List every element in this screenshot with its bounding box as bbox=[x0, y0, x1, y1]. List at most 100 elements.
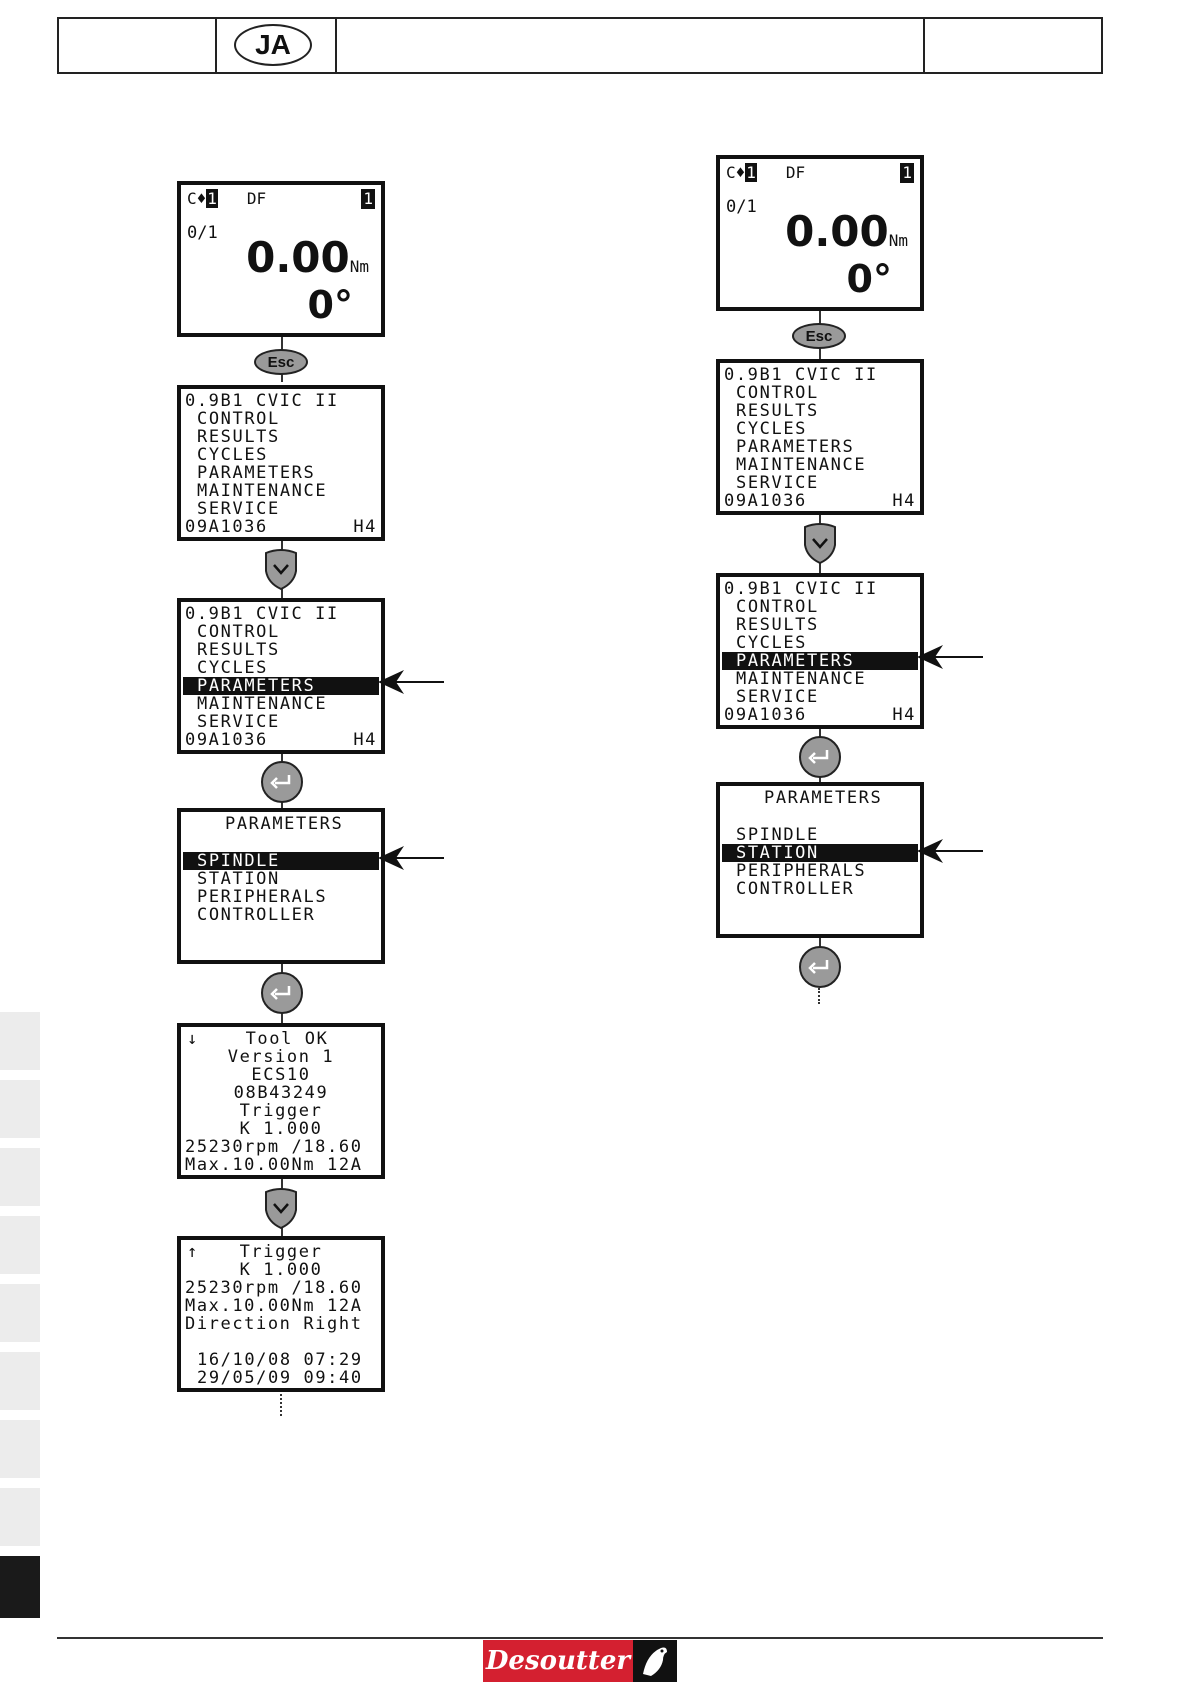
side-tab bbox=[0, 1420, 40, 1478]
menu-item-results[interactable]: RESULTS bbox=[197, 640, 280, 660]
param-item-peripherals[interactable]: PERIPHERALS bbox=[197, 887, 328, 907]
status-header: C♦1 DF 1 bbox=[726, 163, 914, 183]
param-item-controller[interactable]: CONTROLLER bbox=[736, 879, 855, 899]
tool-model: ECS10 bbox=[251, 1065, 311, 1085]
menu-item-control[interactable]: CONTROL bbox=[197, 409, 280, 429]
enter-button[interactable] bbox=[261, 761, 303, 803]
menu-item-parameters-selected[interactable]: PARAMETERS bbox=[183, 677, 379, 695]
menu-item-control[interactable]: CONTROL bbox=[736, 383, 819, 403]
tool-serial: 08B43249 bbox=[233, 1083, 329, 1103]
down-button[interactable] bbox=[803, 523, 837, 565]
serial-number: 09A1036 bbox=[185, 517, 268, 537]
param-item-spindle-selected[interactable]: SPINDLE bbox=[183, 852, 379, 870]
status-header: C♦1 DF 1 bbox=[187, 189, 375, 209]
menu-item-cycles[interactable]: CYCLES bbox=[736, 633, 808, 653]
param-item-station[interactable]: STATION bbox=[197, 869, 280, 889]
menu-footer: 09A1036 H4 bbox=[185, 731, 377, 749]
param-item-peripherals[interactable]: PERIPHERALS bbox=[736, 861, 867, 881]
parameters-screen: PARAMETERS SPINDLE STATION PERIPHERALS C… bbox=[716, 782, 924, 938]
menu-item-control[interactable]: CONTROL bbox=[197, 622, 280, 642]
tool-speed: 25230rpm /18.60 bbox=[185, 1137, 363, 1157]
enter-button[interactable] bbox=[261, 972, 303, 1014]
tool-start-mode: Trigger bbox=[239, 1242, 323, 1262]
enter-icon bbox=[270, 986, 291, 1000]
param-item-controller[interactable]: CONTROLLER bbox=[197, 905, 316, 925]
serial-number: 09A1036 bbox=[185, 730, 268, 750]
cycle-separator: ♦ bbox=[735, 163, 746, 182]
enter-button[interactable] bbox=[799, 736, 841, 778]
torque-value: 0.00 bbox=[246, 233, 350, 282]
footer-rule bbox=[57, 1637, 1103, 1639]
menu-version: 0.9B1 CVIC II bbox=[724, 365, 878, 385]
cycle-count: 0/1 bbox=[187, 223, 218, 243]
selection-arrow-icon bbox=[378, 846, 444, 870]
cycle-number: 1 bbox=[206, 189, 218, 208]
param-item-station-selected[interactable]: STATION bbox=[722, 844, 918, 862]
menu-item-service[interactable]: SERVICE bbox=[736, 687, 819, 707]
esc-button[interactable]: Esc bbox=[254, 349, 308, 375]
menu-item-service[interactable]: SERVICE bbox=[736, 473, 819, 493]
hw-version: H4 bbox=[353, 730, 377, 750]
menu-item-service[interactable]: SERVICE bbox=[197, 712, 280, 732]
tool-speed: 25230rpm /18.60 bbox=[185, 1278, 363, 1298]
down-button[interactable] bbox=[264, 549, 298, 591]
selection-arrow-icon bbox=[917, 645, 983, 669]
enter-icon bbox=[270, 775, 291, 789]
logo-wordmark: Desoutter bbox=[483, 1640, 633, 1682]
side-tab-active bbox=[0, 1556, 40, 1618]
menu-item-control[interactable]: CONTROL bbox=[736, 597, 819, 617]
menu-item-maintenance[interactable]: MAINTENANCE bbox=[197, 481, 328, 501]
menu-item-parameters[interactable]: PARAMETERS bbox=[197, 463, 316, 483]
menu-item-cycles[interactable]: CYCLES bbox=[736, 419, 808, 439]
header-cell-title bbox=[337, 19, 925, 72]
cycle-label: C bbox=[187, 189, 197, 208]
menu-item-results[interactable]: RESULTS bbox=[197, 427, 280, 447]
menu-item-maintenance[interactable]: MAINTENANCE bbox=[736, 669, 867, 689]
hw-version: H4 bbox=[353, 517, 377, 537]
menu-item-cycles[interactable]: CYCLES bbox=[197, 658, 269, 678]
side-tab bbox=[0, 1284, 40, 1342]
header-cell-right bbox=[925, 19, 1101, 72]
torque-unit: Nm bbox=[888, 231, 908, 250]
menu-footer: 09A1036 H4 bbox=[185, 518, 377, 536]
main-menu-screen-selected: 0.9B1 CVIC II CONTROL RESULTS CYCLES PAR… bbox=[716, 573, 924, 729]
page-header: JA bbox=[57, 17, 1103, 74]
header-cell-left bbox=[59, 19, 217, 72]
selection-arrow-icon bbox=[917, 839, 983, 863]
tool-info-screen-2: ↑ Trigger K 1.000 25230rpm /18.60 Max.10… bbox=[177, 1236, 385, 1392]
parameters-title: PARAMETERS bbox=[764, 788, 883, 808]
torque-unit: Nm bbox=[349, 257, 369, 276]
serial-number: 09A1036 bbox=[724, 491, 807, 511]
tool-max: Max.10.00Nm 12A bbox=[185, 1155, 363, 1175]
menu-item-cycles[interactable]: CYCLES bbox=[197, 445, 269, 465]
scroll-down-icon: ↓ bbox=[187, 1029, 199, 1049]
tool-date-1: 16/10/08 07:29 bbox=[197, 1350, 363, 1370]
esc-button[interactable]: Esc bbox=[792, 323, 846, 349]
menu-item-results[interactable]: RESULTS bbox=[736, 401, 819, 421]
main-menu-screen: 0.9B1 CVIC II CONTROL RESULTS CYCLES PAR… bbox=[716, 359, 924, 515]
tool-info-screen: ↓ Tool OK Version 1 ECS10 08B43249 Trigg… bbox=[177, 1023, 385, 1179]
param-item-spindle[interactable]: SPINDLE bbox=[736, 825, 819, 845]
menu-item-service[interactable]: SERVICE bbox=[197, 499, 280, 519]
side-tab bbox=[0, 1352, 40, 1410]
down-button[interactable] bbox=[264, 1188, 298, 1230]
cycle-separator: ♦ bbox=[196, 189, 207, 208]
menu-item-maintenance[interactable]: MAINTENANCE bbox=[736, 455, 867, 475]
menu-item-results[interactable]: RESULTS bbox=[736, 615, 819, 635]
bird-logo-icon bbox=[633, 1640, 677, 1682]
enter-icon bbox=[808, 960, 829, 974]
angle-readout: 0° bbox=[307, 283, 353, 327]
menu-item-parameters[interactable]: PARAMETERS bbox=[736, 437, 855, 457]
enter-button[interactable] bbox=[799, 946, 841, 988]
selection-arrow-icon bbox=[378, 670, 444, 694]
menu-item-parameters-selected[interactable]: PARAMETERS bbox=[722, 652, 918, 670]
menu-version: 0.9B1 CVIC II bbox=[185, 391, 339, 411]
tool-status: Tool OK bbox=[245, 1029, 329, 1049]
main-menu-screen: 0.9B1 CVIC II CONTROL RESULTS CYCLES PAR… bbox=[177, 385, 385, 541]
tool-date-2: 29/05/09 09:40 bbox=[197, 1368, 363, 1388]
cycle-label: C bbox=[726, 163, 736, 182]
header-cell-lang: JA bbox=[217, 19, 337, 72]
menu-item-maintenance[interactable]: MAINTENANCE bbox=[197, 694, 328, 714]
